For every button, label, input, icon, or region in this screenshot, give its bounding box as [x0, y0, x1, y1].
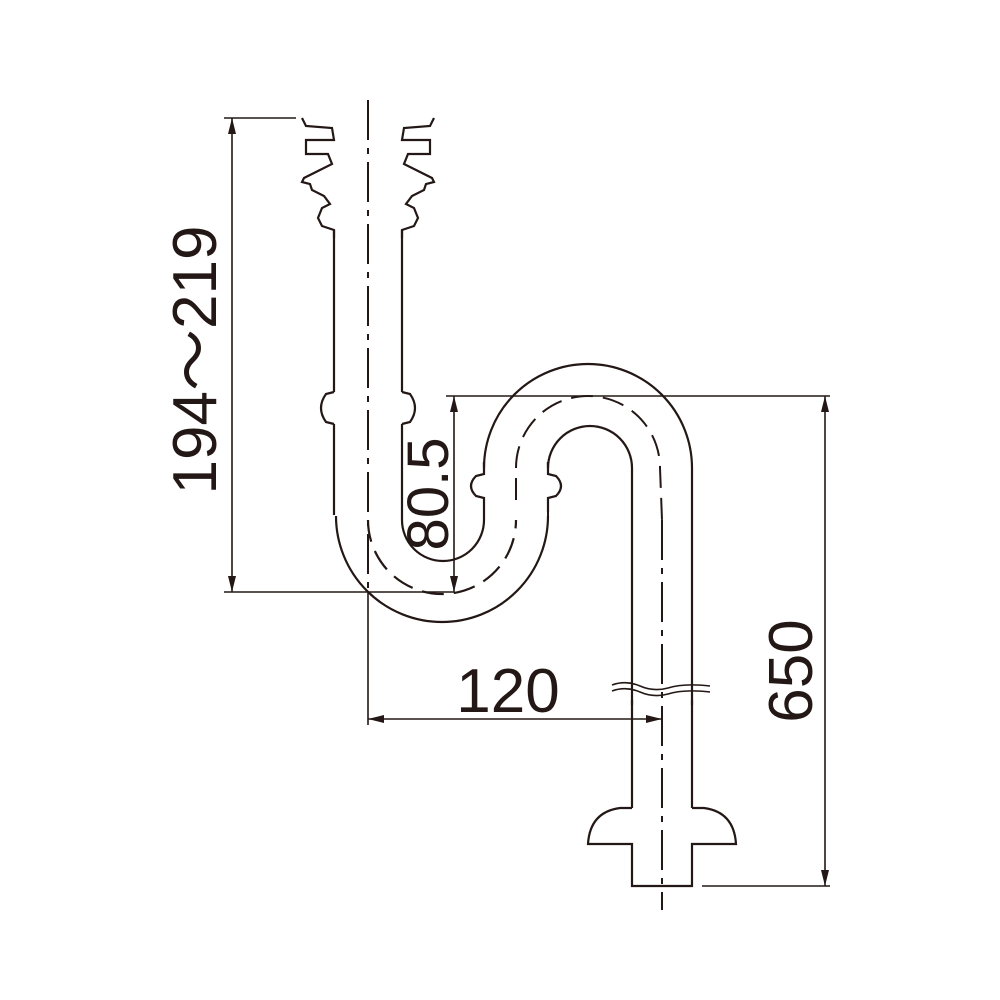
- dimension-label-120: 120: [456, 657, 559, 726]
- dimension-label-650: 650: [757, 619, 826, 722]
- inlet-fitting: [300, 117, 436, 238]
- trap-u-bend: [334, 478, 550, 624]
- dimension-total-length: 650: [702, 396, 830, 887]
- rising-leg: [469, 462, 563, 520]
- dimension-label-80-5: 80.5: [396, 438, 461, 551]
- centerlines: [367, 100, 663, 910]
- dimension-overall-height: 194～219: [161, 117, 454, 593]
- dimension-label-194-219: 194～219: [161, 226, 230, 495]
- outlet-pipe: [586, 700, 738, 888]
- dimension-horizontal-offset: 120: [368, 657, 662, 726]
- dimension-trap-depth: 80.5: [396, 395, 830, 592]
- trap-arch: [482, 362, 694, 705]
- break-marks: [611, 681, 711, 697]
- inlet-pipe: [319, 230, 417, 518]
